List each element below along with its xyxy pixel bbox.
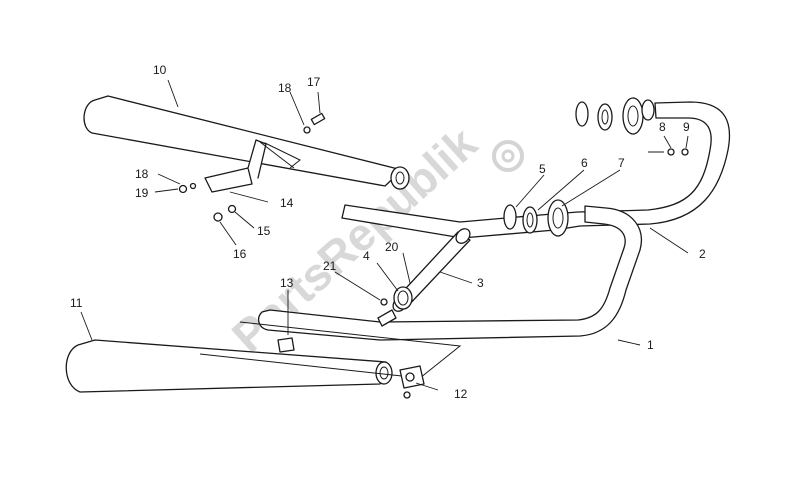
callout-1: 1 — [647, 338, 654, 352]
callout-18-upper: 18 — [278, 81, 292, 95]
exhaust-pipe-1 — [257, 205, 642, 341]
callout-16: 16 — [233, 247, 247, 261]
callout-6: 6 — [581, 156, 588, 170]
callout-5: 5 — [539, 162, 546, 176]
callout-3: 3 — [477, 276, 484, 290]
callout-18-lower: 18 — [135, 167, 149, 181]
callout-15: 15 — [257, 224, 271, 238]
clamp-4 — [377, 286, 413, 327]
gasket-set-lower — [503, 199, 569, 237]
clamp-12 — [399, 365, 425, 399]
callout-19: 19 — [135, 186, 149, 200]
callout-13: 13 — [280, 276, 294, 290]
callout-17: 17 — [307, 75, 321, 89]
callout-12: 12 — [454, 387, 468, 401]
callout-20: 20 — [385, 240, 399, 254]
fasteners — [178, 112, 689, 222]
gasket-set-upper — [575, 97, 655, 135]
muffler-lower — [65, 321, 462, 393]
callout-9: 9 — [683, 120, 690, 134]
callout-labels: 1 2 3 4 5 6 7 8 9 10 11 12 13 14 15 16 1… — [70, 63, 706, 401]
leader-lines — [80, 79, 689, 391]
gear-icon — [492, 140, 524, 172]
callout-11: 11 — [70, 296, 83, 310]
callout-8: 8 — [659, 120, 666, 134]
callout-7: 7 — [618, 156, 625, 170]
exhaust-pipe-2 — [341, 101, 731, 239]
callout-14: 14 — [280, 196, 294, 210]
muffler-upper — [83, 95, 410, 190]
callout-10: 10 — [153, 63, 167, 77]
callout-4: 4 — [363, 249, 370, 263]
callout-2: 2 — [699, 247, 706, 261]
callout-21: 21 — [323, 259, 337, 273]
bracket-14 — [204, 139, 295, 193]
